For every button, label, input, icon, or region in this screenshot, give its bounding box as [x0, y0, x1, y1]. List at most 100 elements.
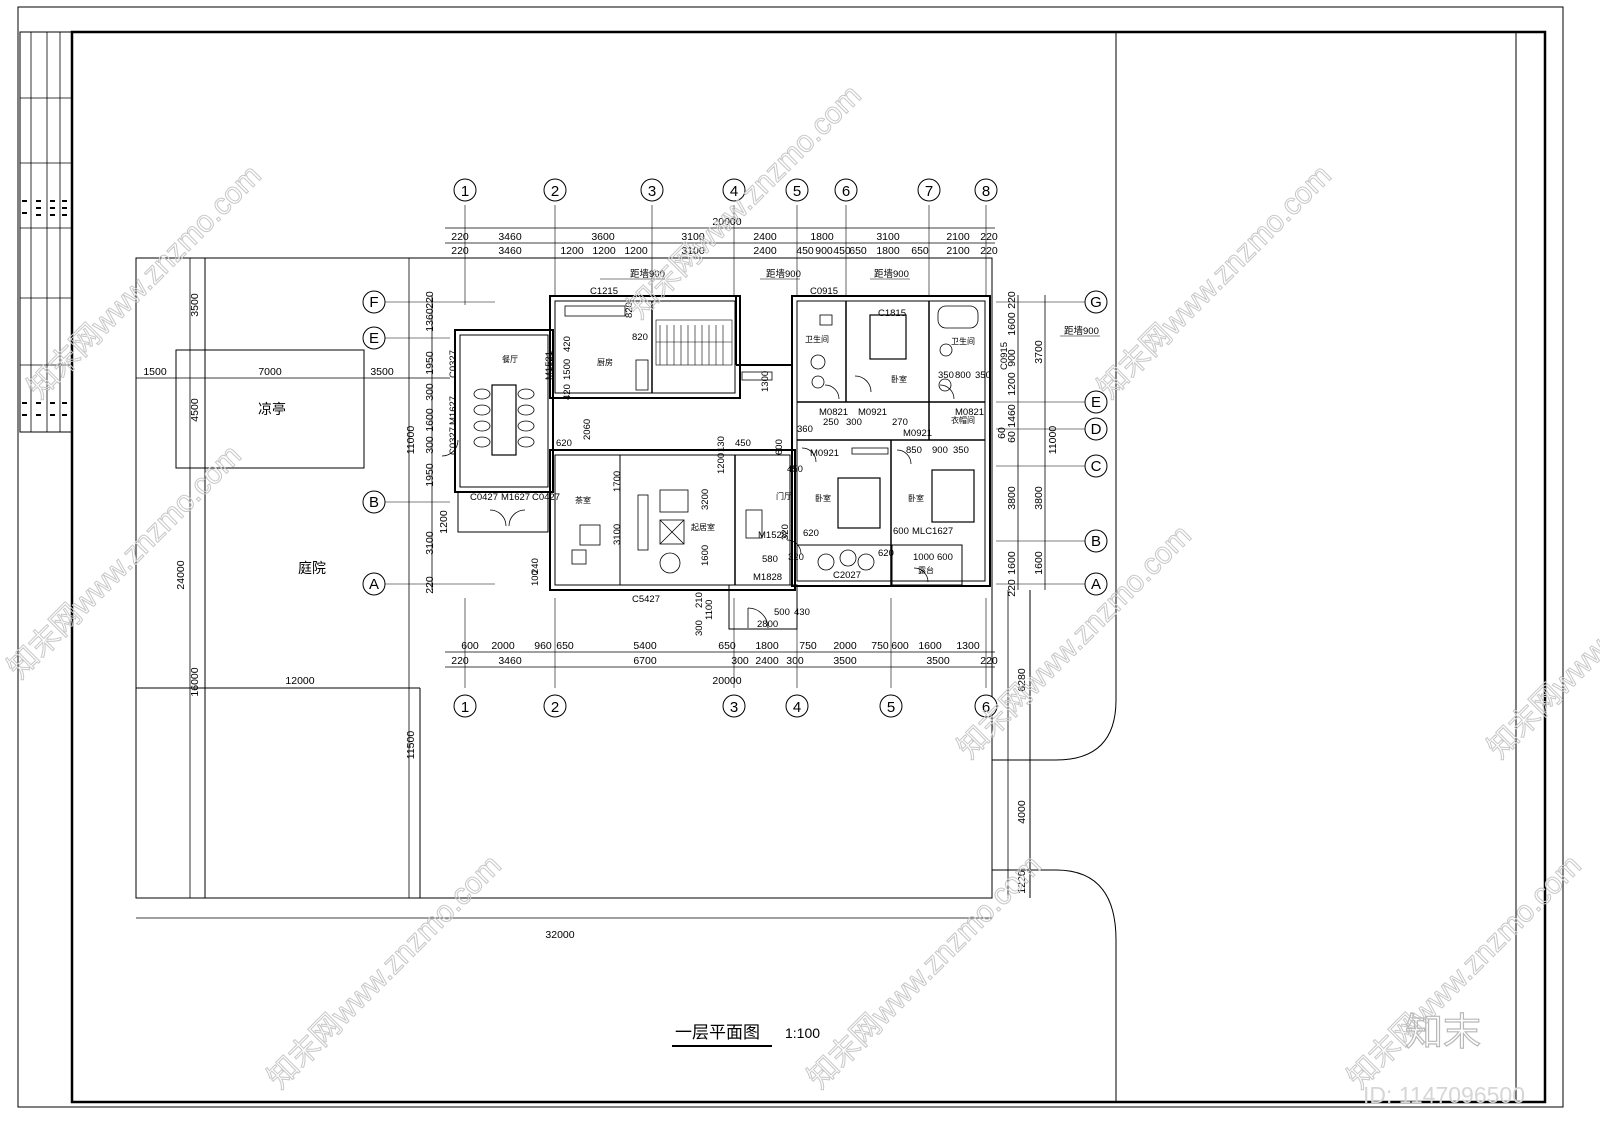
note-1: 距墙900: [630, 268, 665, 280]
dim-bottom-r2: 2400: [755, 655, 779, 667]
dim-misc: 820: [632, 332, 648, 343]
dim-left: 7000: [258, 366, 282, 378]
tag-c2027: C2027: [833, 570, 861, 581]
dim-top-r1: 2400: [753, 231, 777, 243]
tag-c0915-r: C0915: [999, 342, 1010, 370]
dim-li: 1950: [424, 463, 436, 487]
dim-bottom-r1: 600: [461, 640, 479, 652]
dim-misc: 300: [846, 417, 862, 428]
watermark-logo: 知末: [1405, 1010, 1481, 1054]
axis-right-E: E: [1091, 394, 1101, 411]
tag-m0821-b: M0821: [955, 407, 984, 418]
dim-bottom-r2: 3460: [498, 655, 522, 667]
dim-misc: 620: [803, 528, 819, 539]
dim-top-r2: 1200: [560, 245, 584, 257]
axis-right-A: A: [1091, 576, 1101, 593]
dim-top-r2: 1200: [624, 245, 648, 257]
dim-left: 1500: [143, 366, 167, 378]
tag-c0327-b: C0327: [448, 427, 459, 455]
left-dimensions: 3500 1500 7000 3500 4500 24000 16000 120…: [143, 293, 574, 941]
dim-top-r2: 220: [451, 245, 469, 257]
dim-ro: 1220: [1016, 870, 1028, 894]
door-swings: [441, 375, 955, 629]
pavilion: 凉亭: [175, 349, 365, 469]
dim-top-r1: 2100: [946, 231, 970, 243]
dim-bottom-r1: 650: [718, 640, 736, 652]
dim-misc: 1700: [612, 471, 623, 492]
courtyard-label: 庭院: [298, 560, 326, 576]
watermark-text: 知末网www.znzmo.com: [2, 439, 248, 685]
axis-bottom-6: 6: [982, 699, 990, 716]
room-dining: 餐厅: [502, 355, 518, 364]
dim-ri: 1600: [1006, 312, 1018, 336]
axis-lines: [385, 205, 1085, 688]
axis-right-G: G: [1090, 294, 1102, 311]
tag-c1815: C1815: [878, 308, 906, 319]
watermarks: 知末网www.znzmo.com 知末网www.znzmo.com 知末网www…: [1, 78, 1600, 1108]
dim-misc: 500: [774, 607, 790, 618]
tag-m0921-b: M0921: [903, 428, 932, 439]
dim-top-r2: 650: [911, 245, 929, 257]
axis-bottom-1: 1: [461, 699, 469, 716]
dim-bottom-r2: 300: [786, 655, 804, 667]
dim-top-r1: 3100: [681, 231, 705, 243]
dim-li: 1360: [424, 308, 436, 332]
watermark-text: 知末网www.znzmo.com: [952, 519, 1198, 765]
dim-misc: 350: [953, 445, 969, 456]
dim-misc: 300: [694, 620, 705, 636]
dim-top-r2: 450: [833, 245, 851, 257]
dim-misc: 1200: [716, 453, 727, 474]
axis-left-E: E: [369, 330, 379, 347]
dim-li: 11000: [405, 426, 417, 455]
note-2: 距墙900: [766, 268, 801, 280]
dim-bottom-r2: 3500: [833, 655, 857, 667]
tag-c0327: C0327: [448, 350, 459, 378]
right-dimensions: 220 1600 900 1200 1460 60 60 3800 1600 2…: [996, 291, 1059, 894]
dim-li: 1600: [424, 408, 436, 432]
dim-misc: 600: [893, 526, 909, 537]
dim-misc: 800: [955, 370, 971, 381]
dim-top-r2: 900: [815, 245, 833, 257]
dim-bottom-r1: 1300: [956, 640, 980, 652]
dim-top-total: 20000: [712, 216, 741, 228]
room-living: 起居室: [691, 522, 715, 532]
axis-top-4: 4: [730, 183, 738, 200]
dim-ro: 3700: [1033, 340, 1045, 364]
tag-m0921: M0921: [858, 407, 887, 418]
top-dimensions: 20000 220 3460 3600 3100 2400 1800 3100 …: [451, 216, 998, 257]
note-3: 距墙900: [874, 268, 909, 280]
axis-bottom-2: 2: [551, 699, 559, 716]
axis-top-6: 6: [842, 183, 850, 200]
dim-left: 3500: [370, 366, 394, 378]
tag-c0427-b: C0427: [532, 492, 560, 503]
notes: 距墙900 距墙900 距墙900 距墙900: [600, 268, 1100, 337]
dim-misc: 620: [878, 548, 894, 559]
dim-li: 300: [424, 436, 436, 454]
sheet-frame: [17, 6, 1564, 1108]
axis-right-B: B: [1091, 533, 1101, 550]
dim-left: 4500: [189, 398, 201, 422]
dim-bottom-total: 20000: [712, 675, 741, 687]
dim-misc: 420: [562, 336, 573, 352]
dim-li: 220: [424, 291, 436, 309]
watermark-text: 知末网www.znzmo.com: [262, 849, 508, 1095]
drawing-title: 一层平面图 1:100: [672, 1023, 820, 1047]
dim-left: 3500: [189, 293, 201, 317]
title-strip-marks: [22, 200, 67, 416]
furniture: [473, 305, 979, 574]
dim-ro: 1600: [1033, 551, 1045, 575]
dim-bottom-r1: 2000: [491, 640, 515, 652]
dim-top-r2: 3460: [498, 245, 522, 257]
dim-misc: 430: [794, 607, 810, 618]
room-bath-2: 卫生间: [951, 336, 975, 346]
dim-ro: 4000: [1016, 800, 1028, 824]
watermark-id: ID: 1147096500: [1363, 1082, 1525, 1108]
dim-top-r1: 3460: [498, 231, 522, 243]
dim-misc: 1300: [760, 371, 771, 392]
dim-ri: 60: [1006, 431, 1018, 443]
room-balcony: 露台: [918, 565, 934, 575]
dim-misc: 450: [735, 438, 751, 449]
dim-top-r2: 450: [796, 245, 814, 257]
dim-misc: 1600: [700, 545, 711, 566]
